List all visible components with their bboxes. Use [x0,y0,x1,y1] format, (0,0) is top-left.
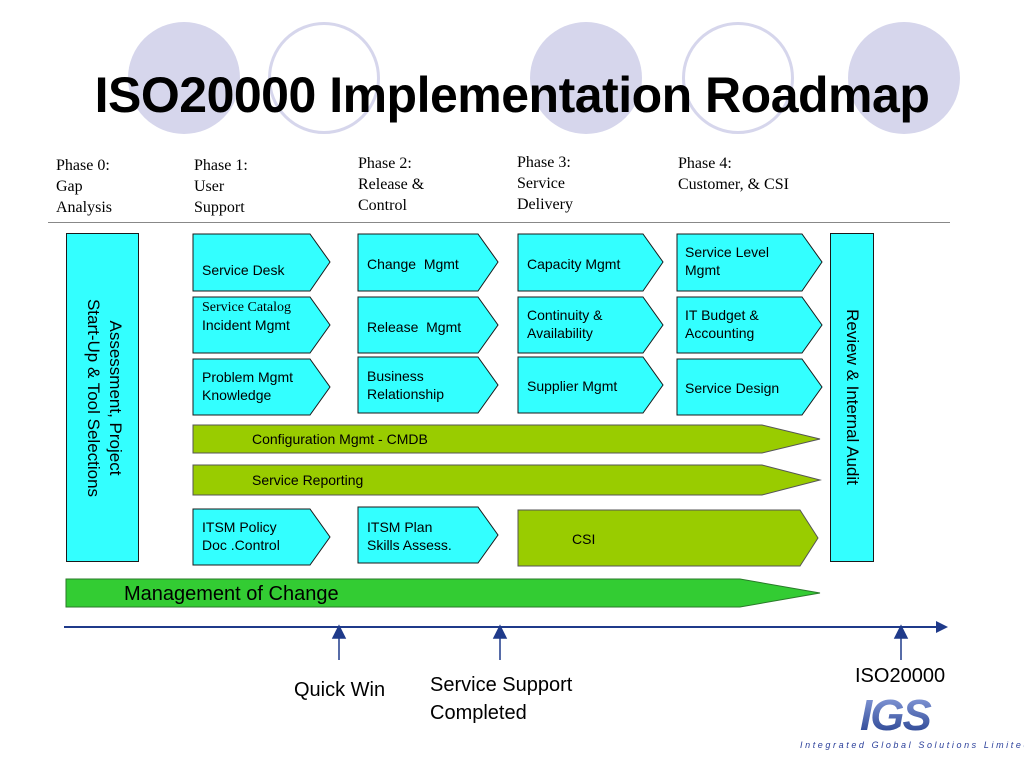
problem-mgmt-shape [192,358,331,416]
capacity-mgmt-shape [517,233,664,292]
continuity-shape [517,296,664,354]
phase-4-label: Phase 4: Customer, & CSI [678,155,789,193]
continuity-label: Continuity & Availability [527,307,603,341]
quick-win-arrow-icon [331,624,347,639]
itsm-plan-shape [357,506,499,564]
change-mgmt-shape [357,233,499,292]
it-budget-label: IT Budget & Accounting [685,307,759,341]
service-reporting-label: Service Reporting [252,472,364,488]
incident-mgmt-shape [192,296,331,354]
phase-0-label: Phase 0: Gap Analysis [56,157,112,216]
iso-arrow-icon [893,624,909,639]
incident-mgmt-label: Incident Mgmt [202,317,290,333]
csi-shape [517,509,819,567]
service-design-shape [676,358,823,416]
review-audit-column [830,233,874,562]
change-mgmt-label: Change Mgmt [367,256,459,272]
decorative-circle [128,22,240,134]
business-relationship-shape [357,356,499,414]
decorative-circle [848,22,960,134]
assessment-column [66,233,139,562]
quick-win-label: Quick Win [294,679,386,701]
business-relationship-label: Business Relationship [367,368,445,402]
service-desk-text: Service Desk [202,262,285,278]
phase-1-label: Phase 1: User Support [194,157,248,216]
service-desk-shape [192,233,331,292]
service-catalog-text: Service Catalog [202,300,292,315]
page-title: ISO20000 Implementation Roadmap [94,67,930,123]
company-tagline: Integrated Global Solutions Limited [800,740,1024,750]
service-design-label: Service Design [685,380,780,396]
service-level-mgmt-shape [676,233,823,292]
service-support-arrow-icon [492,624,508,639]
service-desk-label: Service Desk Service Catalog [202,243,291,317]
problem-mgmt-label: Problem Mgmt Knowledge [202,369,294,403]
management-of-change-label: Management of Change [124,583,339,605]
header-divider [48,222,950,223]
igs-logo-text: IGS [860,691,931,736]
release-mgmt-shape [357,296,499,354]
timeline-arrowhead [936,621,948,633]
release-mgmt-label: Release Mgmt [367,319,462,335]
decorative-circle-outline [682,22,794,134]
csi-label: CSI [572,531,596,547]
service-support-label: Service Support Completed [430,674,573,724]
phase-2-label: Phase 2: Release & Control [358,155,425,214]
decorative-circle-outline [268,22,380,134]
itsm-policy-label: ITSM Policy Doc .Control [202,519,280,553]
iso20000-label: ISO20000 [855,665,946,687]
configuration-mgmt-bar [192,424,821,454]
decorative-circle [530,22,642,134]
configuration-mgmt-label: Configuration Mgmt - CMDB [252,431,428,447]
it-budget-shape [676,296,823,354]
service-reporting-bar [192,464,822,496]
supplier-mgmt-label: Supplier Mgmt [527,378,618,394]
igs-logo: IGS [860,691,933,736]
capacity-mgmt-label: Capacity Mgmt [527,256,621,272]
phase-3-label: Phase 3: Service Delivery [517,154,573,213]
management-of-change-bar [65,578,821,608]
supplier-mgmt-shape [517,356,664,414]
itsm-policy-shape [192,508,331,566]
service-level-mgmt-label: Service Level Mgmt [685,244,770,278]
itsm-plan-label: ITSM Plan Skills Assess. [367,519,452,553]
